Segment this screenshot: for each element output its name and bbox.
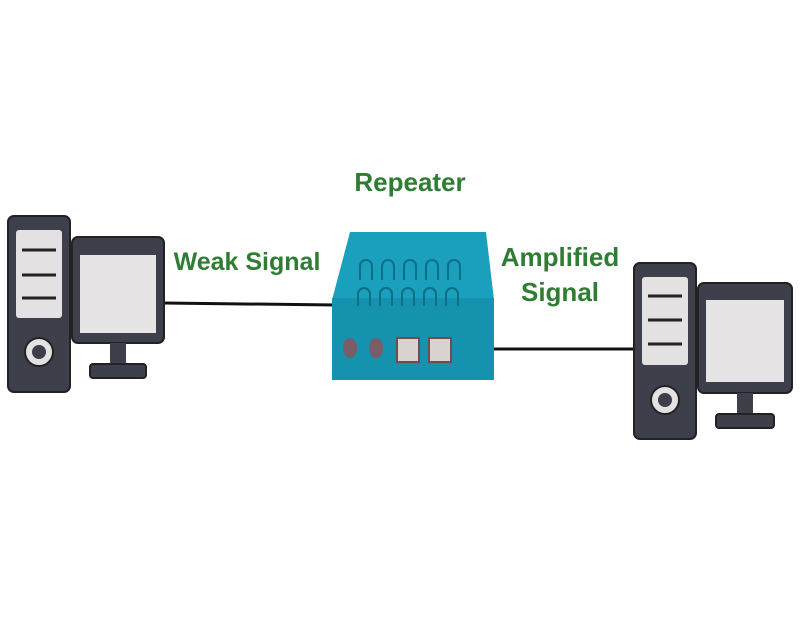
repeater-device xyxy=(332,232,494,380)
screen xyxy=(706,300,784,382)
led-indicator-2 xyxy=(369,338,383,358)
computer-left xyxy=(7,215,165,393)
port-2 xyxy=(428,337,452,363)
weak-signal-label: Weak Signal xyxy=(173,248,321,276)
repeater-title: Repeater xyxy=(354,167,466,197)
port-1 xyxy=(396,337,420,363)
screen xyxy=(80,255,156,333)
computer-right xyxy=(633,262,793,440)
led-indicator-1 xyxy=(343,338,357,358)
weak-signal-cable xyxy=(162,301,337,307)
amplified-signal-line2: Signal xyxy=(520,277,599,308)
amplified-signal-line1: Amplified xyxy=(500,242,620,272)
amplified-signal-label: Amplified Signal xyxy=(490,240,630,310)
